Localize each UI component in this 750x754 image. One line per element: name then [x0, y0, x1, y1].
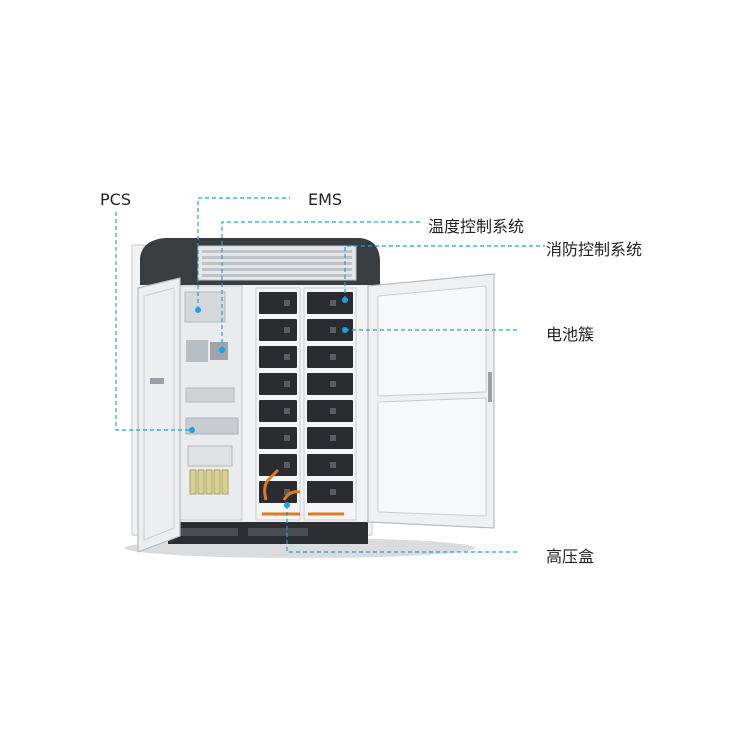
- label-fire-protection: 消防控制系统: [546, 240, 643, 259]
- right-door-hinge: [488, 372, 492, 402]
- module-connector: [330, 408, 336, 414]
- label-battery-cluster: 电池簇: [546, 325, 595, 344]
- terminal-block: [213, 469, 221, 495]
- plinth-slot-left: [178, 528, 238, 536]
- pcs-unit: [184, 291, 226, 323]
- terminal-block: [197, 469, 205, 495]
- module-connector: [330, 462, 336, 468]
- module-connector: [284, 435, 290, 441]
- vent-louver: [202, 250, 352, 253]
- module-connector: [284, 327, 290, 333]
- battery-modules: [259, 292, 353, 503]
- breaker-row-1: [185, 387, 235, 403]
- hv-cable-1: [263, 468, 280, 501]
- module-connector: [284, 408, 290, 414]
- plinth-slot-right: [248, 528, 308, 536]
- high-voltage-box-leader-line: [286, 505, 520, 553]
- label-ems: EMS: [308, 190, 343, 209]
- ems-screen-left: [186, 340, 208, 362]
- hv-cable-2: [282, 490, 301, 501]
- left-door-handle: [150, 378, 164, 384]
- module-connector: [330, 354, 336, 360]
- battery-cluster-leader-dot: [342, 327, 348, 333]
- battery-module-left: [259, 346, 297, 368]
- vent-louvers: [202, 250, 352, 277]
- ems-leader-dot: [195, 307, 201, 313]
- high-voltage-box-leader-dot: [284, 502, 290, 508]
- temperature-control-leader-line: [221, 221, 420, 350]
- module-connector: [284, 354, 290, 360]
- terminal-block: [221, 469, 229, 495]
- pcs-leader-dot: [189, 427, 195, 433]
- breaker-row-2: [185, 417, 239, 435]
- label-high-voltage-box: 高压盒: [546, 547, 595, 566]
- terminal-block: [205, 469, 213, 495]
- module-connector: [330, 435, 336, 441]
- battery-module-left: [259, 373, 297, 395]
- vent-louver: [202, 274, 352, 277]
- left-door: [137, 277, 181, 553]
- vent-louver: [202, 256, 352, 259]
- right-door-panel-upper: [377, 285, 487, 397]
- temperature-control-leader-dot: [219, 347, 225, 353]
- breaker-row-3: [187, 445, 233, 467]
- module-connector: [330, 381, 336, 387]
- battery-module-left: [259, 292, 297, 314]
- battery-module-left: [259, 400, 297, 422]
- battery-module-left: [259, 427, 297, 449]
- pcs-leader-line: [115, 212, 192, 431]
- vent-louver: [202, 262, 352, 265]
- fire-protection-leader-line: [344, 245, 545, 300]
- terminal-block: [189, 469, 197, 495]
- label-temperature-control: 温度控制系统: [428, 217, 525, 236]
- left-door-panel: [143, 287, 175, 541]
- battery-module-left: [259, 319, 297, 341]
- label-pcs: PCS: [100, 190, 131, 209]
- module-connector: [330, 300, 336, 306]
- terminal-blocks: [189, 469, 229, 495]
- ems-screen-right: [210, 342, 228, 360]
- module-connector: [330, 489, 336, 495]
- module-connector: [284, 462, 290, 468]
- fire-protection-leader-dot: [342, 297, 348, 303]
- module-connector: [284, 489, 290, 495]
- module-connector: [284, 300, 290, 306]
- right-door-panel-lower: [377, 397, 487, 517]
- module-connector: [330, 327, 336, 333]
- battery-module-left: [259, 454, 297, 476]
- vent-louver: [202, 268, 352, 271]
- ems-leader-line: [197, 197, 290, 310]
- module-connector: [284, 381, 290, 387]
